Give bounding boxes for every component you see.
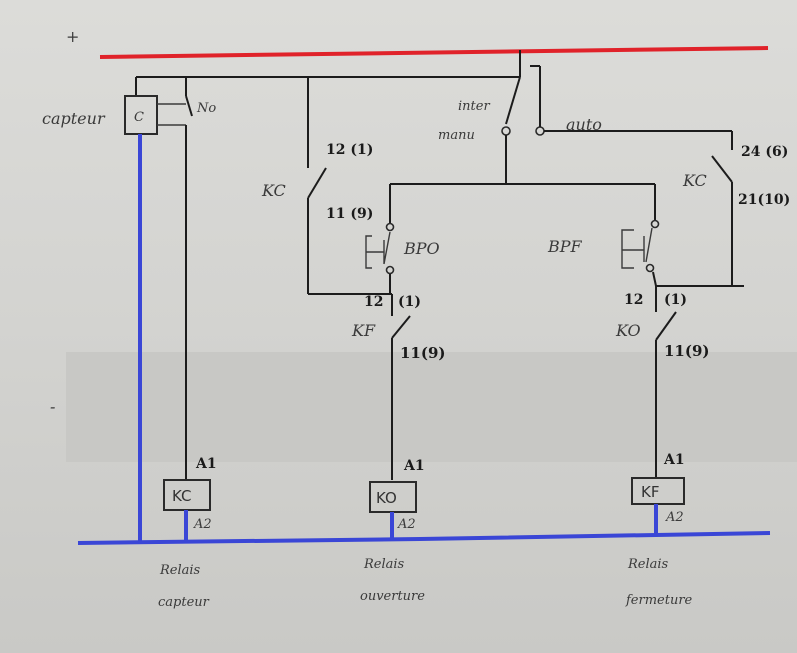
selector-manual-label: manu: [438, 128, 475, 143]
ko-contact-blade: [655, 311, 677, 341]
selector-title: inter: [458, 99, 490, 114]
selector-manual-terminal: [501, 126, 511, 136]
bpf-label: BPF: [547, 237, 583, 256]
minus-sign: -: [50, 397, 55, 416]
selector-auto-label: auto: [566, 115, 602, 134]
coil-ko-name: KO: [376, 489, 397, 507]
ko-pin-top-sub: (1): [664, 292, 687, 308]
kc-auto-blade: [711, 155, 733, 183]
kf-contact-blade: [391, 315, 411, 339]
coil-ko-caption-2: ouverture: [360, 589, 425, 604]
bpf-terminal-bottom: [645, 263, 655, 273]
ko-contact-label: KO: [615, 321, 641, 340]
selector-auto-terminal: [535, 126, 545, 136]
kc-contact-label: KC: [261, 181, 286, 200]
kf-pin-top-number: 12: [364, 294, 383, 310]
bpf-button-symbol: [621, 227, 653, 269]
coil-kf-a2: A2: [665, 510, 684, 525]
coil-kc-name: KC: [172, 487, 192, 505]
coil-kf-a1: A1: [663, 452, 685, 468]
bpo-terminal-bottom: [385, 265, 395, 275]
bpo-button-symbol: [365, 231, 391, 269]
coil-ko-a1: A1: [403, 458, 425, 474]
plus-sign: +: [66, 27, 79, 46]
ko-pin-top-number: 12: [624, 292, 643, 308]
kc-pin-bottom: 11 (9): [326, 206, 373, 222]
kf-pin-bottom: 11(9): [400, 344, 446, 362]
bpo-label: BPO: [403, 239, 440, 258]
sensor-box-letter: C: [134, 110, 144, 125]
kc-contact-blade: [307, 167, 327, 199]
sensor-contact-label: No: [196, 101, 216, 116]
coil-kf-caption-1: Relais: [627, 557, 669, 572]
coil-kc-caption-1: Relais: [159, 563, 201, 578]
bpf-terminal-top: [650, 219, 660, 229]
coil-kc-caption-2: capteur: [158, 595, 210, 610]
kf-contact-label: KF: [351, 321, 376, 340]
kc-auto-pin-top: 24 (6): [741, 144, 788, 160]
bpo-terminal-top: [385, 222, 395, 232]
coil-kc-a1: A1: [195, 456, 217, 472]
coil-kc-a2: A2: [193, 517, 212, 532]
positive-rail: [99, 46, 769, 59]
kc-pin-top: 12 (1): [326, 142, 373, 158]
bpf-to-ko-wire: [652, 271, 657, 287]
sensor-label: capteur: [42, 109, 106, 128]
ko-pin-bottom: 11(9): [664, 342, 710, 360]
coil-ko-a2: A2: [397, 517, 416, 532]
kc-auto-label: KC: [682, 171, 707, 190]
sensor-no-blade: [185, 95, 193, 117]
selector-blade: [505, 76, 521, 125]
negative-rail: [77, 531, 771, 545]
kf-pin-top-sub: (1): [398, 294, 421, 310]
paper-patch: [66, 352, 797, 462]
coil-kf-name: KF: [641, 483, 659, 501]
kc-auto-pin-bottom: 21(10): [738, 192, 790, 208]
coil-ko-caption-1: Relais: [363, 557, 405, 572]
coil-kf-caption-2: fermeture: [625, 593, 693, 608]
